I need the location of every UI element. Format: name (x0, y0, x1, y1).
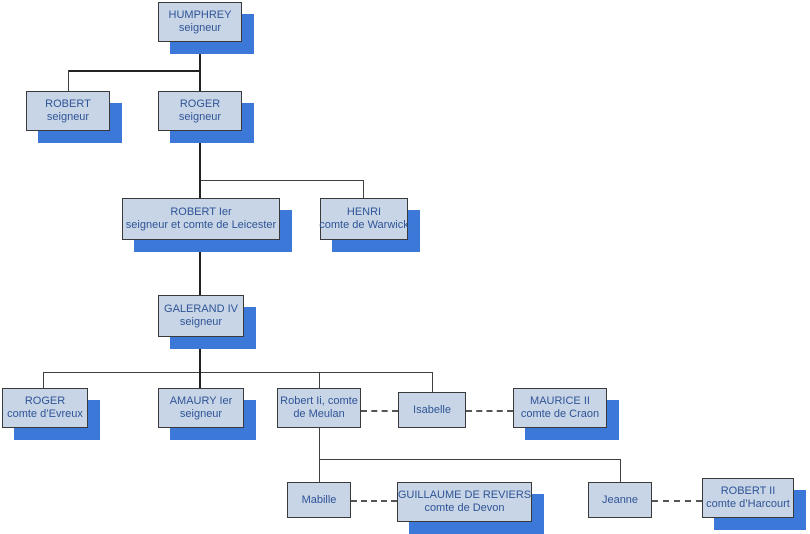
node-title: HUMPHREY (168, 9, 232, 21)
node-subtitle: seigneur (178, 22, 222, 34)
node-subtitle: seigneur (46, 111, 90, 123)
connector-henri-drop (363, 180, 364, 198)
spouse-link-isabelle-maurice (466, 410, 513, 412)
node-subtitle: comte de Devon (424, 502, 505, 514)
node-title: Mabille (301, 493, 337, 506)
node-title: AMAURY Ier (169, 395, 233, 407)
node-title: ROBERT II (720, 485, 776, 497)
node-title: ROBERT Ier (170, 206, 232, 218)
connector-galerand-bar (43, 372, 432, 373)
node-isabelle[interactable]: Isabelle (398, 392, 466, 428)
connector-robert2m-drop (319, 372, 320, 388)
node-subtitle: de Meulan (293, 408, 345, 420)
spouse-link-mabille-guillaume (351, 500, 397, 502)
node-title: ROBERT (45, 98, 91, 110)
connector-robert1-stem (199, 240, 201, 295)
connector-jeanne-drop (620, 459, 621, 482)
connector-humphrey-stem (199, 42, 201, 71)
connector-rogerev-drop (43, 372, 44, 388)
node-subtitle: seigneur (178, 111, 222, 123)
connector-mabille-drop (319, 459, 320, 482)
node-subtitle: comte d’Harcourt (706, 498, 790, 510)
connector-roger-bar (199, 180, 363, 181)
node-title: ROGER (179, 98, 221, 110)
node-subtitle: seigneur et comte de Leicester (125, 219, 277, 231)
spouse-link-jeanne-robert2h (652, 500, 702, 502)
node-mabille[interactable]: Mabille (287, 482, 351, 518)
connector-robert2m-stem (319, 428, 320, 460)
connector-roger-drop (199, 70, 201, 91)
node-title: ROGER (24, 395, 66, 407)
node-title: Jeanne (601, 493, 639, 506)
connector-amaury-drop (199, 372, 201, 388)
connector-children-bar (319, 459, 620, 460)
connector-robert-drop (68, 70, 69, 91)
spouse-link-robert2m-isabelle (361, 410, 398, 412)
connector-roger-stem (199, 131, 201, 181)
node-subtitle: comte d’Evreux (7, 408, 83, 420)
connector-humphrey-bar (68, 70, 200, 72)
node-title: Isabelle (413, 403, 451, 416)
node-title: GALERAND IV (164, 303, 238, 315)
node-title: MAURICE II (530, 395, 590, 407)
connector-robert1-drop (199, 180, 201, 198)
node-subtitle: seigneur (179, 316, 223, 328)
node-subtitle: comte de Warwick (319, 219, 409, 231)
node-title: GUILLAUME DE REVIERS (397, 489, 532, 501)
node-subtitle: seigneur (179, 408, 223, 420)
node-title: Robert Ii, comte (280, 395, 358, 407)
connector-galerand-stem (199, 337, 201, 373)
node-jeanne[interactable]: Jeanne (588, 482, 652, 518)
node-subtitle: comte de Craon (520, 408, 600, 420)
node-title: HENRI (346, 206, 382, 218)
connector-isabelle-drop (432, 372, 433, 392)
